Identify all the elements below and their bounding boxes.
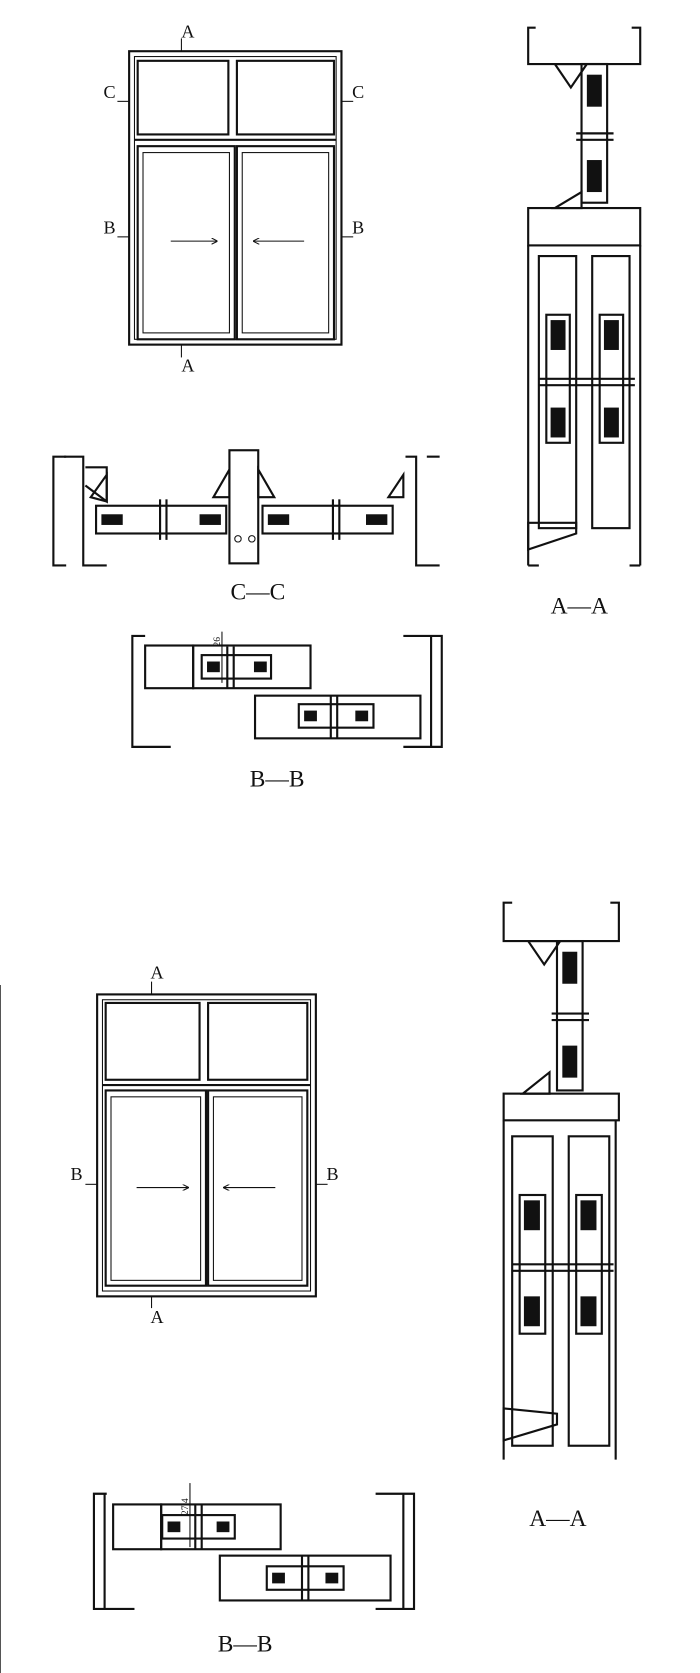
section-aa-drawing [527,26,642,567]
section-mark-c-left: C [104,82,116,102]
section-cc-caption: C—C [231,580,286,606]
section-mark-b-left-2: B [70,1164,82,1184]
section-mark-a-bottom: A [181,355,194,375]
section-aa-drawing-2 [502,901,620,1460]
page-edge-line [0,985,1,1673]
section-cc-drawing [52,449,440,567]
dimension-label-26: 26 [212,637,223,647]
dimension-label-27-4: 27.4 [180,1498,191,1515]
section-mark-b-right: B [352,218,364,238]
section-mark-a-bottom-2: A [150,1307,163,1327]
section-bb-caption: B—B [250,766,305,792]
section-bb-drawing [131,631,443,748]
section-mark-b-right-2: B [327,1164,339,1184]
section-bb-drawing-2 [92,1483,416,1611]
section-aa-caption: A—A [551,594,608,620]
section-bb-caption-2: B—B [218,1632,273,1658]
elevation-2 [85,981,328,1309]
elevation-1 [117,38,354,358]
section-mark-c-right: C [352,82,364,102]
section-mark-a-top-2: A [150,962,163,982]
section-aa-caption-2: A—A [529,1506,586,1532]
section-mark-a-top: A [181,21,194,41]
section-mark-b-left: B [104,218,116,238]
